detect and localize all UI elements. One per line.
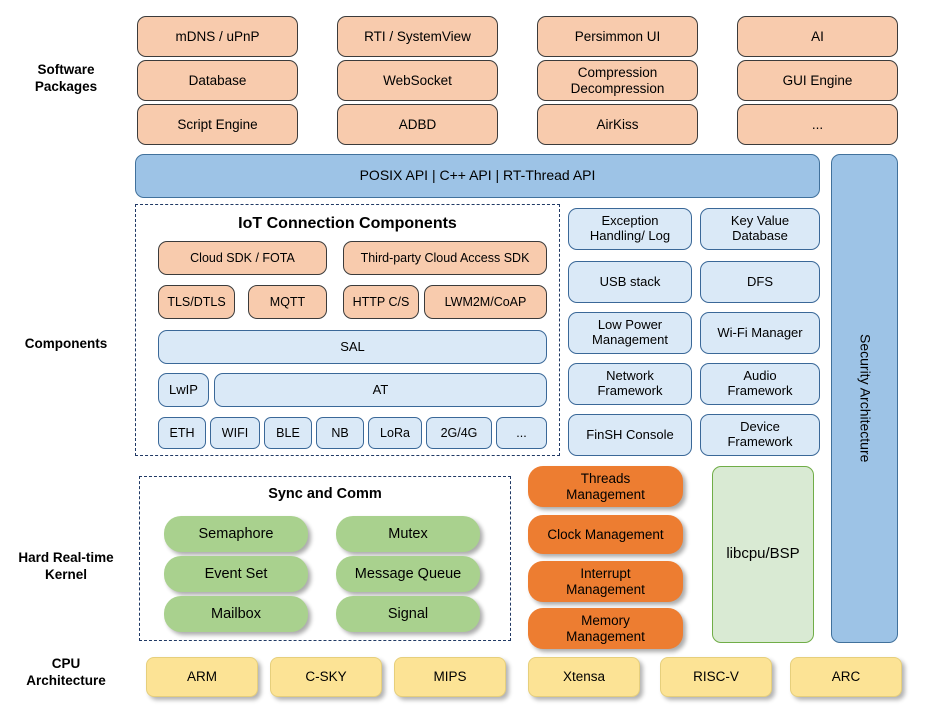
iot-mqtt[interactable]: MQTT	[248, 285, 327, 319]
cpu-arc[interactable]: ARC	[790, 657, 902, 697]
kernel-memory-management[interactable]: Memory Management	[528, 608, 683, 649]
component-dfs[interactable]: DFS	[700, 261, 820, 303]
iot-link-nb[interactable]: NB	[316, 417, 364, 449]
kernel-mailbox[interactable]: Mailbox	[164, 596, 308, 632]
iot-lwip[interactable]: LwIP	[158, 373, 209, 407]
package-rti-systemview[interactable]: RTI / SystemView	[337, 16, 498, 57]
kernel-clock-management[interactable]: Clock Management	[528, 515, 683, 554]
component-key-value-database[interactable]: Key Value Database	[700, 208, 820, 250]
row-label-components: Components	[24, 336, 108, 351]
iot-connection-components-group: IoT Connection Components	[135, 204, 560, 456]
iot-tls-dtls[interactable]: TLS/DTLS	[158, 285, 235, 319]
package-more[interactable]: ...	[737, 104, 898, 145]
package-database[interactable]: Database	[137, 60, 298, 101]
iot-lwm2m-coap[interactable]: LWM2M/CoAP	[424, 285, 547, 319]
iot-link-ble[interactable]: BLE	[264, 417, 312, 449]
kernel-message-queue[interactable]: Message Queue	[336, 556, 480, 592]
package-websocket[interactable]: WebSocket	[337, 60, 498, 101]
iot-link-more[interactable]: ...	[496, 417, 547, 449]
package-ai[interactable]: AI	[737, 16, 898, 57]
sync-group-title: Sync and Comm	[268, 486, 382, 502]
kernel-interrupt-management[interactable]: Interrupt Management	[528, 561, 683, 602]
package-persimmon-ui[interactable]: Persimmon UI	[537, 16, 698, 57]
security-architecture-bar: Security Architecture	[831, 154, 898, 643]
iot-third-party-cloud-access-sdk[interactable]: Third-party Cloud Access SDK	[343, 241, 547, 275]
package-airkiss[interactable]: AirKiss	[537, 104, 698, 145]
kernel-mutex[interactable]: Mutex	[336, 516, 480, 552]
kernel-event-set[interactable]: Event Set	[164, 556, 308, 592]
iot-group-title: IoT Connection Components	[238, 215, 457, 232]
cpu-risc-v[interactable]: RISC-V	[660, 657, 772, 697]
component-device-framework[interactable]: Device Framework	[700, 414, 820, 456]
iot-link-eth[interactable]: ETH	[158, 417, 206, 449]
kernel-semaphore[interactable]: Semaphore	[164, 516, 308, 552]
row-label-software-packages: Software Packages	[34, 62, 98, 94]
package-adbd[interactable]: ADBD	[337, 104, 498, 145]
iot-at[interactable]: AT	[214, 373, 547, 407]
iot-cloud-sdk-fota[interactable]: Cloud SDK / FOTA	[158, 241, 327, 275]
cpu-mips[interactable]: MIPS	[394, 657, 506, 697]
kernel-signal[interactable]: Signal	[336, 596, 480, 632]
iot-link-2g-4g[interactable]: 2G/4G	[426, 417, 492, 449]
row-label-cpu-architecture: CPU Architecture	[26, 656, 106, 688]
cpu-xtensa[interactable]: Xtensa	[528, 657, 640, 697]
package-gui-engine[interactable]: GUI Engine	[737, 60, 898, 101]
sync-and-comm-group: Sync and Comm	[139, 476, 511, 641]
security-architecture-label: Security Architecture	[857, 334, 874, 463]
row-label-kernel: Hard Real-time Kernel	[18, 550, 114, 582]
kernel-threads-management[interactable]: Threads Management	[528, 466, 683, 507]
cpu-arm[interactable]: ARM	[146, 657, 258, 697]
component-finsh-console[interactable]: FinSH Console	[568, 414, 692, 456]
package-mdns-upnp[interactable]: mDNS / uPnP	[137, 16, 298, 57]
component-usb-stack[interactable]: USB stack	[568, 261, 692, 303]
component-wifi-manager[interactable]: Wi-Fi Manager	[700, 312, 820, 354]
iot-link-wifi[interactable]: WIFI	[210, 417, 260, 449]
component-audio-framework[interactable]: Audio Framework	[700, 363, 820, 405]
component-exception-handling-log[interactable]: Exception Handling/ Log	[568, 208, 692, 250]
libcpu-bsp[interactable]: libcpu/BSP	[712, 466, 814, 643]
package-compression-decompression[interactable]: Compression Decompression	[537, 60, 698, 101]
cpu-c-sky[interactable]: C-SKY	[270, 657, 382, 697]
component-low-power-management[interactable]: Low Power Management	[568, 312, 692, 354]
iot-sal[interactable]: SAL	[158, 330, 547, 364]
iot-http-cs[interactable]: HTTP C/S	[343, 285, 419, 319]
component-network-framework[interactable]: Network Framework	[568, 363, 692, 405]
package-script-engine[interactable]: Script Engine	[137, 104, 298, 145]
api-bar: POSIX API | C++ API | RT-Thread API	[135, 154, 820, 198]
iot-link-lora[interactable]: LoRa	[368, 417, 422, 449]
